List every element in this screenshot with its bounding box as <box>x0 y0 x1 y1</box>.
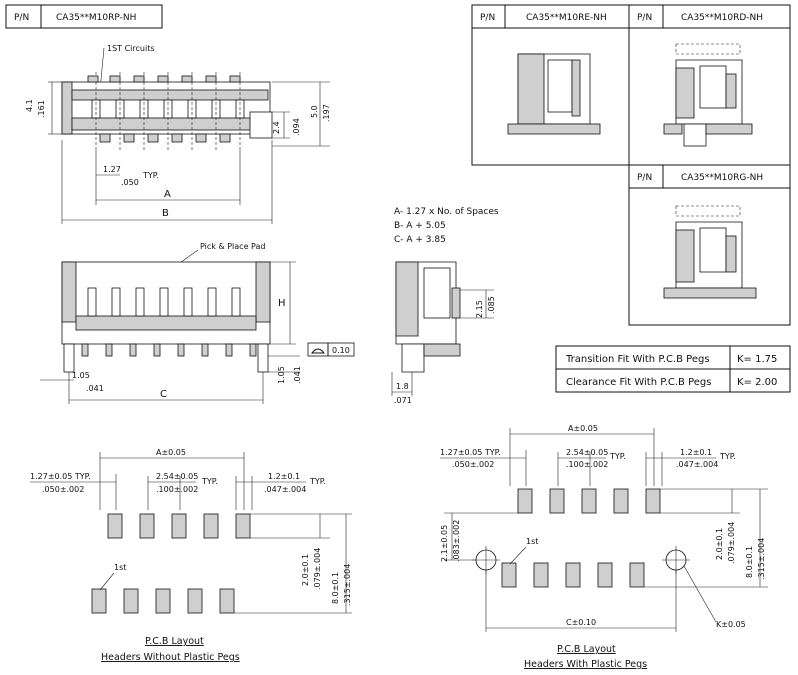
pcb-left-p047: .047±.004 <box>264 485 306 494</box>
peg-hole-right <box>662 546 690 574</box>
pcb-right-p21: 2.1±0.05 <box>440 525 449 562</box>
part-number-rp: CA35**M10RP-NH <box>56 13 136 23</box>
pcb-right-p047: .047±.004 <box>676 460 718 469</box>
pcb-left-p127: 1.27±0.05 TYP. <box>30 472 91 481</box>
pcb-left-title: P.C.B Layout <box>145 636 204 647</box>
peg-hole-left <box>472 546 500 574</box>
formula-a: A- 1.27 x No. of Spaces <box>394 207 499 217</box>
pcb-right-p083: .083±.002 <box>452 520 461 562</box>
fit-row-1-value: K= 1.75 <box>737 354 777 365</box>
fit-row-1-label: Transition Fit With P.C.B Pegs <box>565 354 710 365</box>
pn-label-re: P/N <box>480 13 495 23</box>
pcb-left-typ-2: TYP. <box>309 477 326 486</box>
dim-161: .161 <box>37 100 46 118</box>
dim-1-05-right: 1.05 <box>277 366 286 384</box>
pcb-left-first: 1st <box>114 563 126 572</box>
dim-c-label: C <box>160 389 167 400</box>
pcb-layout-right: A±0.05 1.27±0.05 TYP. .050±.002 2.54±0.0… <box>440 424 768 670</box>
fit-table: Transition Fit With P.C.B Pegs K= 1.75 C… <box>555 345 791 393</box>
dim-5-0: 5.0 <box>310 105 319 118</box>
pn-box-rg: P/N CA35**M10RG-NH <box>628 164 791 326</box>
pcb-left-p100: .100±.002 <box>156 485 198 494</box>
top-view-pins <box>91 72 245 150</box>
dim-041-right: .041 <box>293 366 302 384</box>
drawing-rd <box>663 43 753 147</box>
pcb-right-p315: .315±.004 <box>757 538 766 580</box>
typ-label-1: TYP. <box>142 171 159 180</box>
pn-label-rd: P/N <box>637 13 652 23</box>
pcb-right-dim-c: C±0.10 <box>566 618 596 627</box>
formula-b: B- A + 5.05 <box>394 221 446 231</box>
dim-071: .071 <box>394 396 412 405</box>
pcb-left-p80: 8.0±0.1 <box>331 572 340 604</box>
pn-box-re-rd: P/N CA35**M10RE-NH P/N CA35**M10RD-NH <box>471 4 791 325</box>
pcb-left-p315: .315±.004 <box>343 564 352 606</box>
dim-1-8: 1.8 <box>396 382 409 391</box>
pcb-right-p254: 2.54±0.05 <box>566 448 608 457</box>
dim-041-left: .041 <box>86 384 104 393</box>
formula-c: C- A + 3.85 <box>394 235 446 245</box>
pn-label: P/N <box>14 13 29 23</box>
dim-1-27: 1.27 <box>103 165 121 174</box>
dim-0-10: 0.10 <box>332 346 350 355</box>
dim-197: .197 <box>322 104 331 122</box>
part-number-rd: CA35**M10RD-NH <box>681 13 763 23</box>
pcb-right-p100: .100±.002 <box>566 460 608 469</box>
first-circuits-label: 1ST Circuits <box>107 44 155 53</box>
part-number-rg: CA35**M10RG-NH <box>681 173 763 183</box>
pcb-layout-left: A±0.05 1.27±0.05 TYP. .050±.002 2.54±0.0… <box>30 448 352 663</box>
dim-1-05-left: 1.05 <box>72 371 90 380</box>
pcb-right-p127: 1.27±0.05 TYP. <box>440 448 501 457</box>
pcb-right-subtitle: Headers With Plastic Pegs <box>524 659 647 670</box>
pn-box-rp: P/N CA35**M10RP-NH <box>5 4 163 29</box>
pcb-right-title: P.C.B Layout <box>557 644 616 655</box>
side-view: A- 1.27 x No. of Spaces B- A + 5.05 C- A… <box>391 207 499 405</box>
pcb-left-p12: 1.2±0.1 <box>268 472 300 481</box>
part-number-re: CA35**M10RE-NH <box>526 13 607 23</box>
pcb-right-dim-a: A±0.05 <box>568 424 598 433</box>
fit-row-2-value: K= 2.00 <box>737 377 777 388</box>
pcb-right-p20: 2.0±0.1 <box>715 528 724 560</box>
pcb-right-p80: 8.0±0.1 <box>745 546 754 578</box>
pcb-right-p079: .079±.004 <box>727 522 736 564</box>
pcb-right-p050: .050±.002 <box>452 460 494 469</box>
drawing-re <box>507 53 601 135</box>
dim-2-15: 2.15 <box>475 300 484 318</box>
pcb-left-p20: 2.0±0.1 <box>301 554 310 586</box>
pcb-left-dim-a: A±0.05 <box>156 448 186 457</box>
dim-050: .050 <box>121 178 139 187</box>
dim-2-4: 2.4 <box>272 121 281 134</box>
dim-h-label: H <box>278 298 286 309</box>
dim-094: .094 <box>292 118 301 136</box>
pcb-left-subtitle: Headers Without Plastic Pegs <box>101 652 240 663</box>
top-view-rp: 1ST Circuits <box>25 44 331 224</box>
pcb-left-p079: .079±.004 <box>313 548 322 590</box>
dim-085: .085 <box>487 296 496 314</box>
pn-label-rg: P/N <box>637 173 652 183</box>
pcb-right-p12: 1.2±0.1 <box>680 448 712 457</box>
dim-4-1: 4.1 <box>25 99 34 112</box>
fit-row-2-label: Clearance Fit With P.C.B Pegs <box>566 377 711 388</box>
pcb-left-typ-1: TYP. <box>201 477 218 486</box>
pcb-right-dim-k: K±0.05 <box>716 620 746 629</box>
pcb-left-p254: 2.54±0.05 <box>156 472 198 481</box>
dim-b-label: B <box>162 208 169 219</box>
pick-place-label: Pick & Place Pad <box>200 242 265 251</box>
front-view-rp: Pick & Place Pad H <box>40 242 355 404</box>
drawing-rg <box>663 205 757 299</box>
pcb-right-typ-2: TYP. <box>719 452 736 461</box>
pcb-left-p050: .050±.002 <box>42 485 84 494</box>
dim-a-label: A <box>164 189 171 200</box>
pcb-right-typ-1: TYP. <box>609 452 626 461</box>
pcb-right-first: 1st <box>526 537 538 546</box>
